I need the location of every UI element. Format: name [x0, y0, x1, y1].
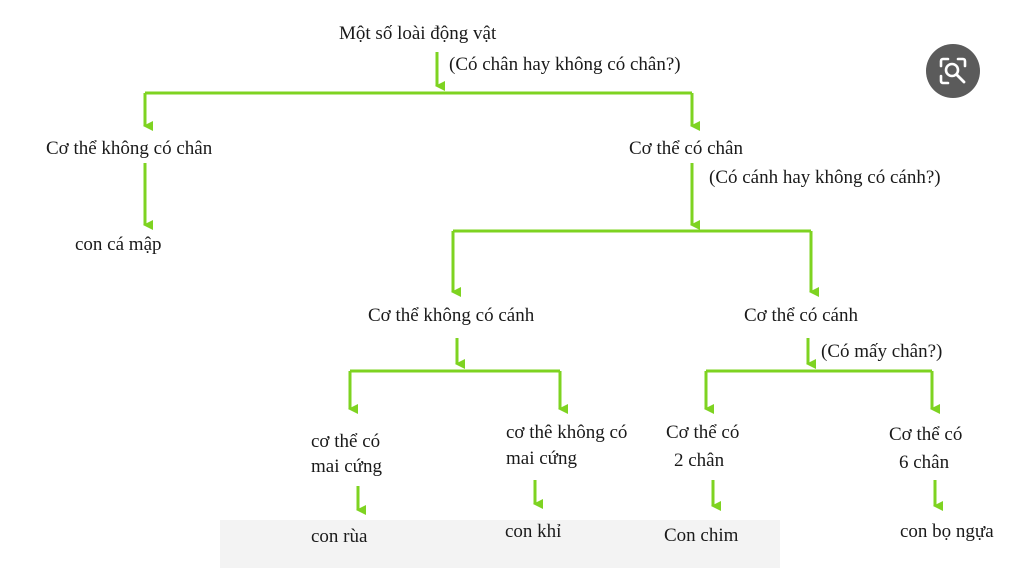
has-wings-question: (Có mấy chân?)	[821, 341, 943, 362]
no-wings-label: Cơ thể không có cánh	[368, 305, 535, 326]
no-legs-label: Cơ thể không có chân	[46, 138, 213, 159]
root-label: Một số loài động vật	[339, 23, 497, 44]
has-legs-question: (Có cánh hay không có cánh?)	[709, 167, 941, 188]
search-icon	[939, 57, 967, 85]
has-legs-label: Cơ thể có chân	[629, 138, 743, 159]
no-legs-example: con cá mập	[75, 234, 162, 255]
shell-example: con rùa	[311, 526, 368, 547]
no-shell-line2: mai cứng	[506, 448, 577, 469]
shell-line1: cơ thể có	[311, 431, 381, 452]
has-wings-label: Cơ thể có cánh	[744, 305, 858, 326]
six-legs-example: con bọ ngựa	[900, 521, 994, 542]
no-shell-example: con khỉ	[505, 521, 562, 542]
shell-line2: mai cứng	[311, 456, 382, 477]
six-legs-line2: 6 chân	[899, 452, 950, 473]
root-question: (Có chân hay không có chân?)	[449, 54, 681, 75]
two-legs-line2: 2 chân	[674, 450, 725, 471]
two-legs-example: Con chim	[664, 525, 739, 546]
background-shade	[220, 520, 780, 568]
six-legs-line1: Cơ thể có	[889, 424, 963, 445]
image-search-button[interactable]	[926, 44, 980, 98]
no-shell-line1: cơ thê không có	[506, 422, 628, 443]
two-legs-line1: Cơ thể có	[666, 422, 740, 443]
